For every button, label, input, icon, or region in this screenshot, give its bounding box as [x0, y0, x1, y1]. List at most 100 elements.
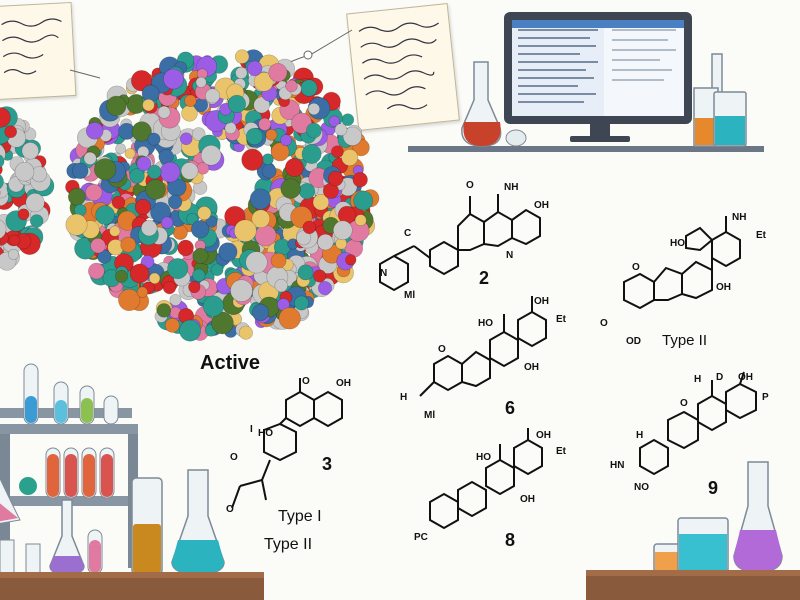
- protein-atom: [317, 233, 334, 251]
- atom-label: O: [226, 504, 234, 515]
- protein-atom: [97, 249, 112, 264]
- atom-label: OH: [716, 282, 731, 293]
- protein-atom: [235, 66, 248, 79]
- atom-label: OH: [536, 430, 551, 441]
- protein-atom: [210, 263, 224, 277]
- protein-atom: [249, 188, 271, 210]
- atom-label: NH: [504, 182, 519, 193]
- protein-atom: [158, 148, 174, 165]
- protein-atom: [156, 303, 172, 318]
- molecule-2: [379, 194, 541, 292]
- protein-structure-left: [0, 106, 55, 271]
- protein-atom: [284, 158, 304, 177]
- sticky-note-right: [346, 2, 460, 132]
- atom-label: O: [302, 376, 310, 387]
- atom-label: Ml: [404, 290, 416, 301]
- protein-atom: [8, 248, 19, 260]
- atom-label: O: [438, 344, 446, 355]
- atom-label: C: [404, 228, 412, 239]
- protein-atom: [163, 68, 184, 90]
- protein-atom: [159, 161, 181, 183]
- protein-atom: [93, 158, 117, 181]
- computer-monitor: [504, 12, 692, 142]
- protein-atom: [136, 286, 149, 298]
- protein-atom: [274, 278, 288, 293]
- protein-atom: [148, 272, 161, 285]
- protein-atom: [109, 225, 121, 237]
- protein-atom: [230, 279, 253, 303]
- protein-atom: [331, 145, 344, 158]
- atom-label: OH: [534, 296, 549, 307]
- atom-label: N: [380, 268, 388, 279]
- protein-atom: [205, 215, 218, 228]
- label-compound-3: 3: [322, 454, 333, 474]
- shelf-glassware: [461, 53, 747, 147]
- protein-atom: [168, 194, 183, 209]
- protein-atom: [234, 219, 257, 242]
- protein-atom: [301, 144, 322, 164]
- protein-atom: [334, 123, 348, 136]
- protein-atom: [191, 127, 206, 141]
- atom-label: N: [506, 250, 514, 261]
- protein-atom: [247, 60, 263, 77]
- protein-atom: [278, 307, 301, 330]
- atom-label: OH: [534, 200, 549, 211]
- note-scribbles-right: [358, 22, 439, 110]
- atom-label: NO: [634, 482, 649, 493]
- protein-atom: [294, 295, 309, 311]
- protein-atom: [200, 145, 222, 166]
- protein-atom: [270, 252, 287, 269]
- protein-atom: [17, 208, 30, 221]
- atom-label: O: [600, 318, 608, 329]
- label-active: Active: [200, 352, 261, 374]
- protein-atom: [124, 148, 136, 159]
- sticky-note-left: [0, 1, 77, 101]
- atom-label: O: [466, 180, 474, 191]
- protein-atom: [218, 242, 238, 262]
- protein-atom: [147, 132, 161, 146]
- atom-label: HO: [258, 428, 273, 439]
- atom-label: Et: [556, 446, 566, 457]
- label-type-ii-left: Type II: [264, 536, 313, 553]
- protein-atom: [202, 295, 224, 317]
- protein-atom: [25, 193, 45, 213]
- protein-atom: [253, 71, 274, 92]
- atom-label: H: [636, 430, 644, 441]
- label-compound-9: 9: [708, 478, 719, 498]
- protein-atom: [312, 194, 330, 211]
- protein-atom: [327, 170, 344, 187]
- protein-atom: [83, 151, 97, 165]
- protein-atom: [180, 162, 199, 180]
- protein-atom: [234, 49, 250, 64]
- atom-label: I: [250, 424, 253, 435]
- protein-atom: [342, 126, 363, 146]
- protein-atom: [184, 94, 197, 108]
- protein-atom: [265, 128, 278, 141]
- protein-atom: [354, 214, 367, 227]
- protein-atom: [118, 288, 141, 312]
- protein-atom: [297, 264, 314, 281]
- atom-label: Et: [756, 230, 766, 241]
- protein-atom: [95, 205, 115, 225]
- atom-label: O: [632, 262, 640, 273]
- protein-atom: [300, 79, 318, 97]
- protein-atom: [88, 262, 105, 280]
- protein-atom: [245, 251, 268, 274]
- protein-atom: [197, 206, 212, 221]
- protein-atom: [147, 164, 162, 180]
- protein-atom: [111, 195, 126, 210]
- protein-atom: [172, 224, 188, 240]
- protein-atom: [4, 125, 17, 139]
- protein-atom: [307, 102, 321, 116]
- shelf: [408, 146, 764, 152]
- protein-atom: [21, 142, 39, 160]
- protein-atom: [0, 219, 7, 239]
- protein-atom: [341, 149, 359, 167]
- atom-label: OH: [520, 494, 535, 505]
- protein-atom: [345, 254, 357, 266]
- label-type-ii-right: Type II: [662, 332, 708, 349]
- protein-atom: [238, 325, 253, 340]
- molecule-9: [639, 371, 757, 476]
- protein-atom: [115, 143, 126, 155]
